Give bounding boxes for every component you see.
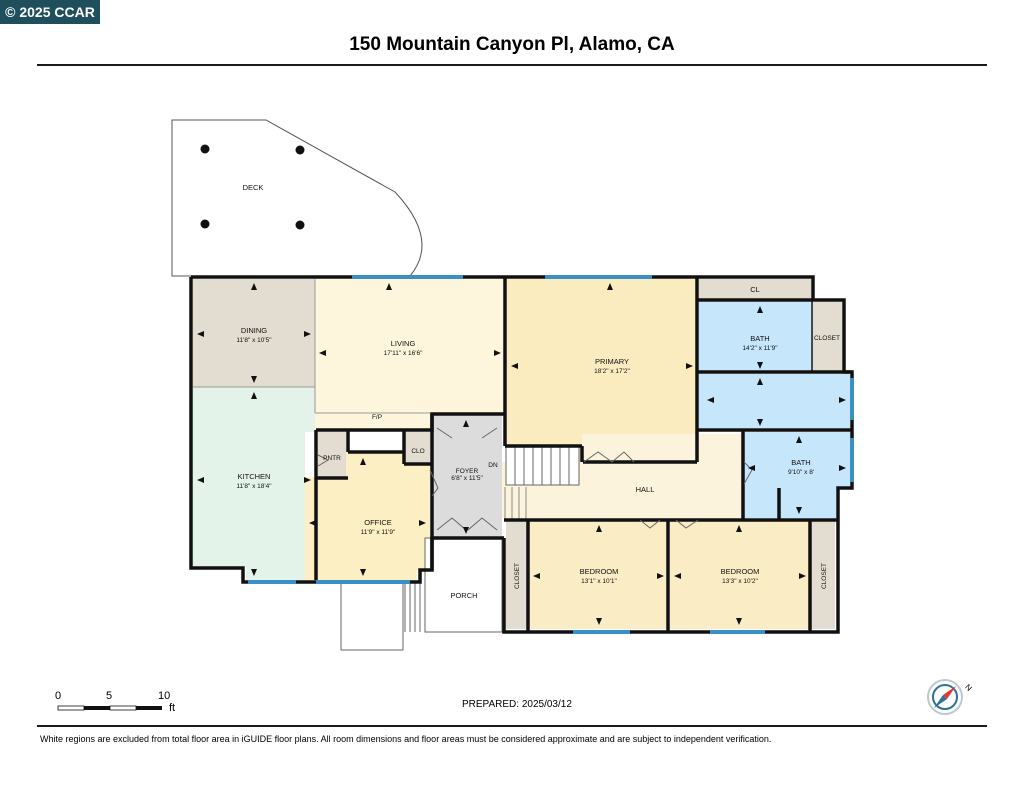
kitchen-dims: 11'8" x 18'4": [236, 483, 272, 490]
bedroom-left: [529, 521, 668, 629]
bath-lower-dims: 9'10" x 8': [788, 469, 814, 476]
bath-closet-label: CLOSET: [814, 335, 840, 342]
scale-unit: ft: [169, 702, 176, 714]
closet-cl: [699, 279, 811, 301]
fireplace-strip: [315, 413, 435, 431]
pantry: [318, 432, 346, 477]
bath-upper-closet: [812, 302, 842, 373]
bedroom-right-dims: 13'3" x 10'2": [722, 578, 758, 585]
closet-left: [506, 521, 528, 629]
hall-area: [502, 434, 744, 518]
bath-upper-shower: [699, 374, 850, 428]
dining-label: DINING: [241, 326, 267, 335]
prepared-date: PREPARED: 2025/03/12: [462, 699, 572, 710]
exterior-landing: [340, 580, 404, 651]
bedroom-left-dims: 13'1" x 10'1": [581, 578, 617, 585]
copyright-badge: © 2025 CCAR: [0, 0, 100, 24]
bedroom-left-label: BEDROOM: [580, 567, 619, 576]
scale-tick-5: 5: [106, 690, 113, 702]
foyer-room: [432, 414, 502, 538]
foyer-label: FOYER: [456, 468, 479, 475]
clo-label: CLO: [411, 448, 424, 455]
deck-post: [295, 145, 305, 155]
bath-upper-dims: 14'2" x 11'9": [742, 345, 778, 352]
living-dims: 17'11" x 16'6": [384, 350, 423, 357]
entry-steps: [504, 487, 527, 520]
living-room: [315, 279, 505, 413]
footer-rule: [37, 725, 987, 727]
scale-tick-0: 0: [55, 690, 62, 702]
pantry-label: PNTR: [323, 455, 341, 462]
bedroom-right-label: BEDROOM: [721, 567, 760, 576]
stairs: [505, 446, 580, 486]
bath-upper: [699, 302, 811, 373]
scale-tick-10: 10: [158, 690, 171, 702]
dining-room: [193, 279, 315, 387]
kitchen-label: KITCHEN: [238, 472, 271, 481]
cl-label: CL: [750, 285, 760, 294]
closet-left-label: CLOSET: [514, 563, 521, 589]
office-room: [305, 452, 430, 580]
page-title: 150 Mountain Canyon Pl, Alamo, CA: [349, 34, 675, 55]
bath-lower: [744, 432, 850, 518]
bath-upper-label: BATH: [750, 334, 769, 343]
compass-north-label: N: [963, 682, 974, 693]
porch-label: PORCH: [450, 591, 477, 600]
living-label: LIVING: [391, 339, 416, 348]
deck-label: DECK: [243, 183, 264, 192]
windows: [248, 275, 854, 634]
primary-room: [507, 279, 697, 461]
porch-steps: [404, 583, 426, 632]
fireplace-label: F/P: [372, 414, 382, 421]
deck-post: [295, 220, 305, 230]
closet-clo: [405, 432, 430, 464]
bath-lower-label: BATH: [791, 458, 810, 467]
deck-post: [200, 144, 210, 154]
dimension-arrows: [197, 283, 846, 625]
disclaimer-text: White regions are excluded from total fl…: [40, 734, 772, 744]
bedroom-right: [670, 521, 810, 629]
dining-dims: 11'8" x 10'5": [236, 337, 272, 344]
closet-right: [811, 521, 835, 629]
title-rule: [37, 64, 987, 66]
hall-label: HALL: [636, 485, 655, 494]
scale-bar: [57, 705, 162, 711]
compass-icon: [927, 679, 963, 715]
deck-area: [171, 119, 423, 277]
stairs-down-label: DN: [488, 462, 498, 469]
primary-dims: 18'2" x 17'2": [594, 368, 630, 375]
office-dims: 11'9" x 11'9": [361, 529, 396, 536]
walls: [189, 275, 854, 634]
primary-label: PRIMARY: [595, 357, 629, 366]
closet-right-label: CLOSET: [821, 563, 828, 589]
porch-area: [424, 537, 503, 633]
foyer-dims: 6'8" x 11'5": [451, 475, 483, 482]
door-swings: [317, 427, 753, 531]
kitchen-room: [193, 387, 315, 580]
deck-post: [200, 219, 210, 229]
office-label: OFFICE: [364, 518, 392, 527]
